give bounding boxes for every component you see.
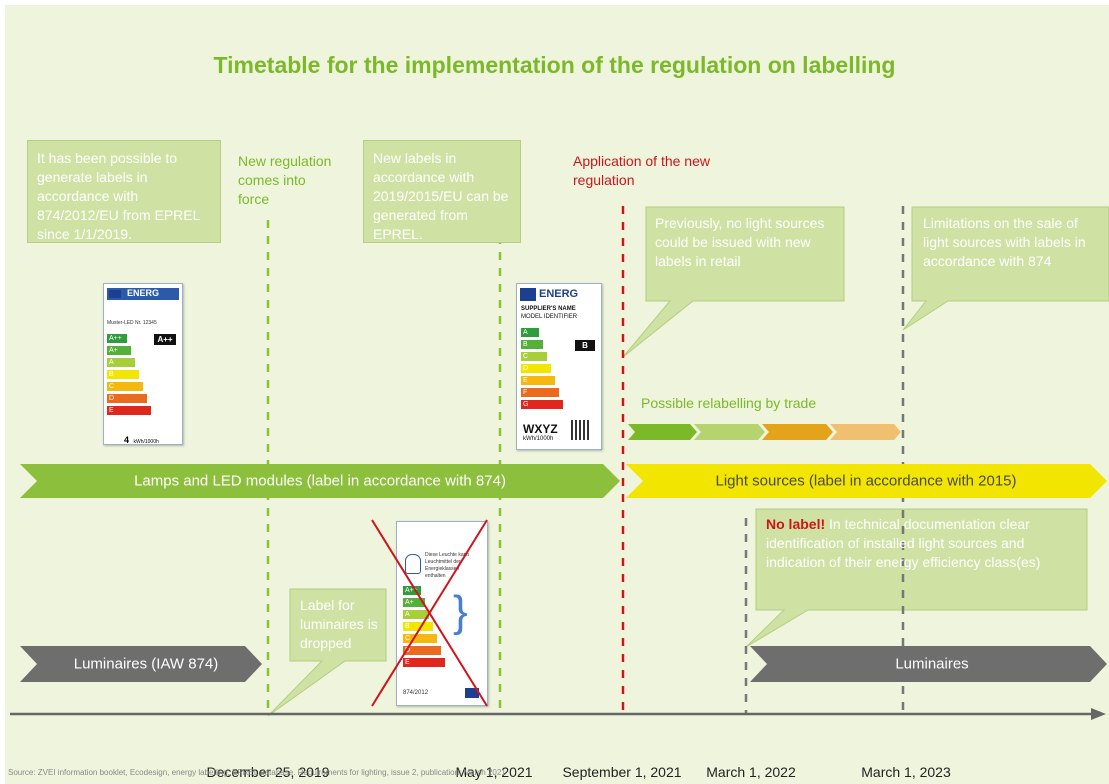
time-axis-arrowhead (1091, 708, 1106, 720)
label-2015-brand: ENERG (539, 288, 579, 300)
note-relabelling: Possible relabelling by trade (641, 395, 817, 411)
page-title: Timetable for the implementation of the … (213, 52, 896, 78)
class-bar-d: D (107, 394, 147, 403)
lum-class-e: E (403, 658, 445, 667)
class-bar-a: A (107, 358, 135, 367)
class-bar-new-d: D (521, 364, 551, 373)
date-mar-2023: March 1, 2023 (861, 764, 951, 780)
relabel-chevron-4 (830, 424, 901, 440)
label-2015-supplier: SUPPLIER'S NAME (521, 306, 576, 312)
label-874-consumption: 4 kWh/1000h (124, 430, 159, 448)
relabel-chevron-1 (628, 424, 697, 440)
lum-class-a: A (403, 610, 429, 619)
eu-flag-icon-3 (465, 688, 479, 698)
label-2015-header: ENERG (520, 288, 598, 301)
no-label-bold: No label! (766, 516, 826, 532)
date-dec-2019: December 25, 2019 (206, 764, 330, 780)
class-bar-new-e: E (521, 376, 555, 385)
label-874-rating: A++ (154, 334, 176, 345)
luminaire-label-footer: 874/2012 (403, 690, 429, 696)
class-bar-b: B (107, 370, 139, 379)
label-2015-consumption-unit: kWh/1000h (523, 436, 554, 442)
class-bar-new-g: G (521, 400, 563, 409)
band-luminaires-old-shape (20, 646, 262, 682)
label-2015-consumption-value: WXYZ (523, 422, 558, 436)
note-new-labels: New labels in accordance with 2019/2015/… (363, 140, 521, 243)
lamp-icon (405, 554, 421, 574)
luminaire-label-crossed: Diese Leuchte kann Leuchtmittel der Ener… (396, 521, 488, 706)
label-2015-rating-text: B (582, 341, 588, 350)
label-874-header: ENERG (107, 288, 179, 300)
class-bar-new-b: B (521, 340, 543, 349)
band-lamps-label: Lamps and LED modules (label in accordan… (134, 472, 506, 490)
lum-class-a++: A++ (403, 586, 421, 595)
lum-class-d: D (403, 646, 441, 655)
note-previously: Previously, no light sources could be is… (655, 215, 825, 269)
band-light-sources-label: Light sources (label in accordance with … (715, 472, 1017, 490)
label-874-rating-text: A++ (157, 335, 173, 344)
band-luminaires-old-label: Luminaires (IAW 874) (73, 655, 219, 673)
label-2015-rating: B (575, 340, 595, 351)
band-lamps-shape (20, 464, 620, 498)
band-luminaires-new-label: Luminaires (895, 655, 969, 673)
class-bar-a++: A++ (107, 334, 127, 343)
class-bar-new-c: C (521, 352, 547, 361)
callout-no-label (745, 508, 1088, 648)
callout-previously (622, 206, 845, 358)
class-bar-c: C (107, 382, 143, 391)
band-light-sources-shape (626, 464, 1107, 498)
note-no-label: No label! In technical documentation cle… (766, 515, 1082, 572)
class-bar-a+: A+ (107, 346, 131, 355)
label-874-consumption-unit: kWh/1000h (133, 439, 159, 445)
brace-icon: } (453, 587, 468, 636)
qr-code-icon (571, 420, 591, 440)
band-luminaires-new-shape (750, 646, 1107, 682)
class-bar-new-f: F (521, 388, 559, 397)
no-label-text: In technical documentation clear identif… (766, 516, 1041, 570)
label-874-model: Muster-LED Nr. 12345 (107, 320, 157, 326)
date-sep-2021: September 1, 2021 (562, 764, 682, 780)
eu-flag-icon-2 (520, 288, 536, 301)
source-note: Source: ZVEI information booklet, Ecodes… (8, 768, 506, 777)
lum-class-a+: A+ (403, 598, 425, 607)
date-may-2021: May 1, 2021 (455, 764, 533, 780)
note-new-regulation: New regulation comes into force (238, 153, 332, 207)
note-eprel-874: It has been possible to generate labels … (27, 140, 221, 243)
note-luminaires-dropped: Label for luminaires is dropped (300, 597, 378, 651)
energy-label-2015: ENERG SUPPLIER'S NAME MODEL IDENTIFIER A… (516, 283, 602, 450)
note-application: Application of the new regulation (573, 153, 710, 188)
lum-class-c: C (403, 634, 437, 643)
eu-flag-icon (109, 290, 121, 298)
energy-label-874: ENERG Muster-LED Nr. 12345 A++ A+ A B C … (103, 283, 183, 445)
callout-limitations (902, 206, 1109, 331)
date-mar-2022: March 1, 2022 (706, 764, 796, 780)
luminaire-label-text: Diese Leuchte kann Leuchtmittel der Ener… (425, 552, 470, 579)
label-874-consumption-value: 4 (124, 435, 130, 445)
class-bar-e: E (107, 406, 151, 415)
lum-class-b: B (403, 622, 433, 631)
note-limitations: Limitations on the sale of light sources… (923, 215, 1086, 269)
class-bar-new-a: A (521, 328, 539, 337)
label-874-brand: ENERG (127, 288, 160, 298)
relabel-chevron-2 (694, 424, 765, 440)
label-2015-model: MODEL IDENTIFIER (521, 314, 578, 320)
relabel-chevron-3 (762, 424, 833, 440)
